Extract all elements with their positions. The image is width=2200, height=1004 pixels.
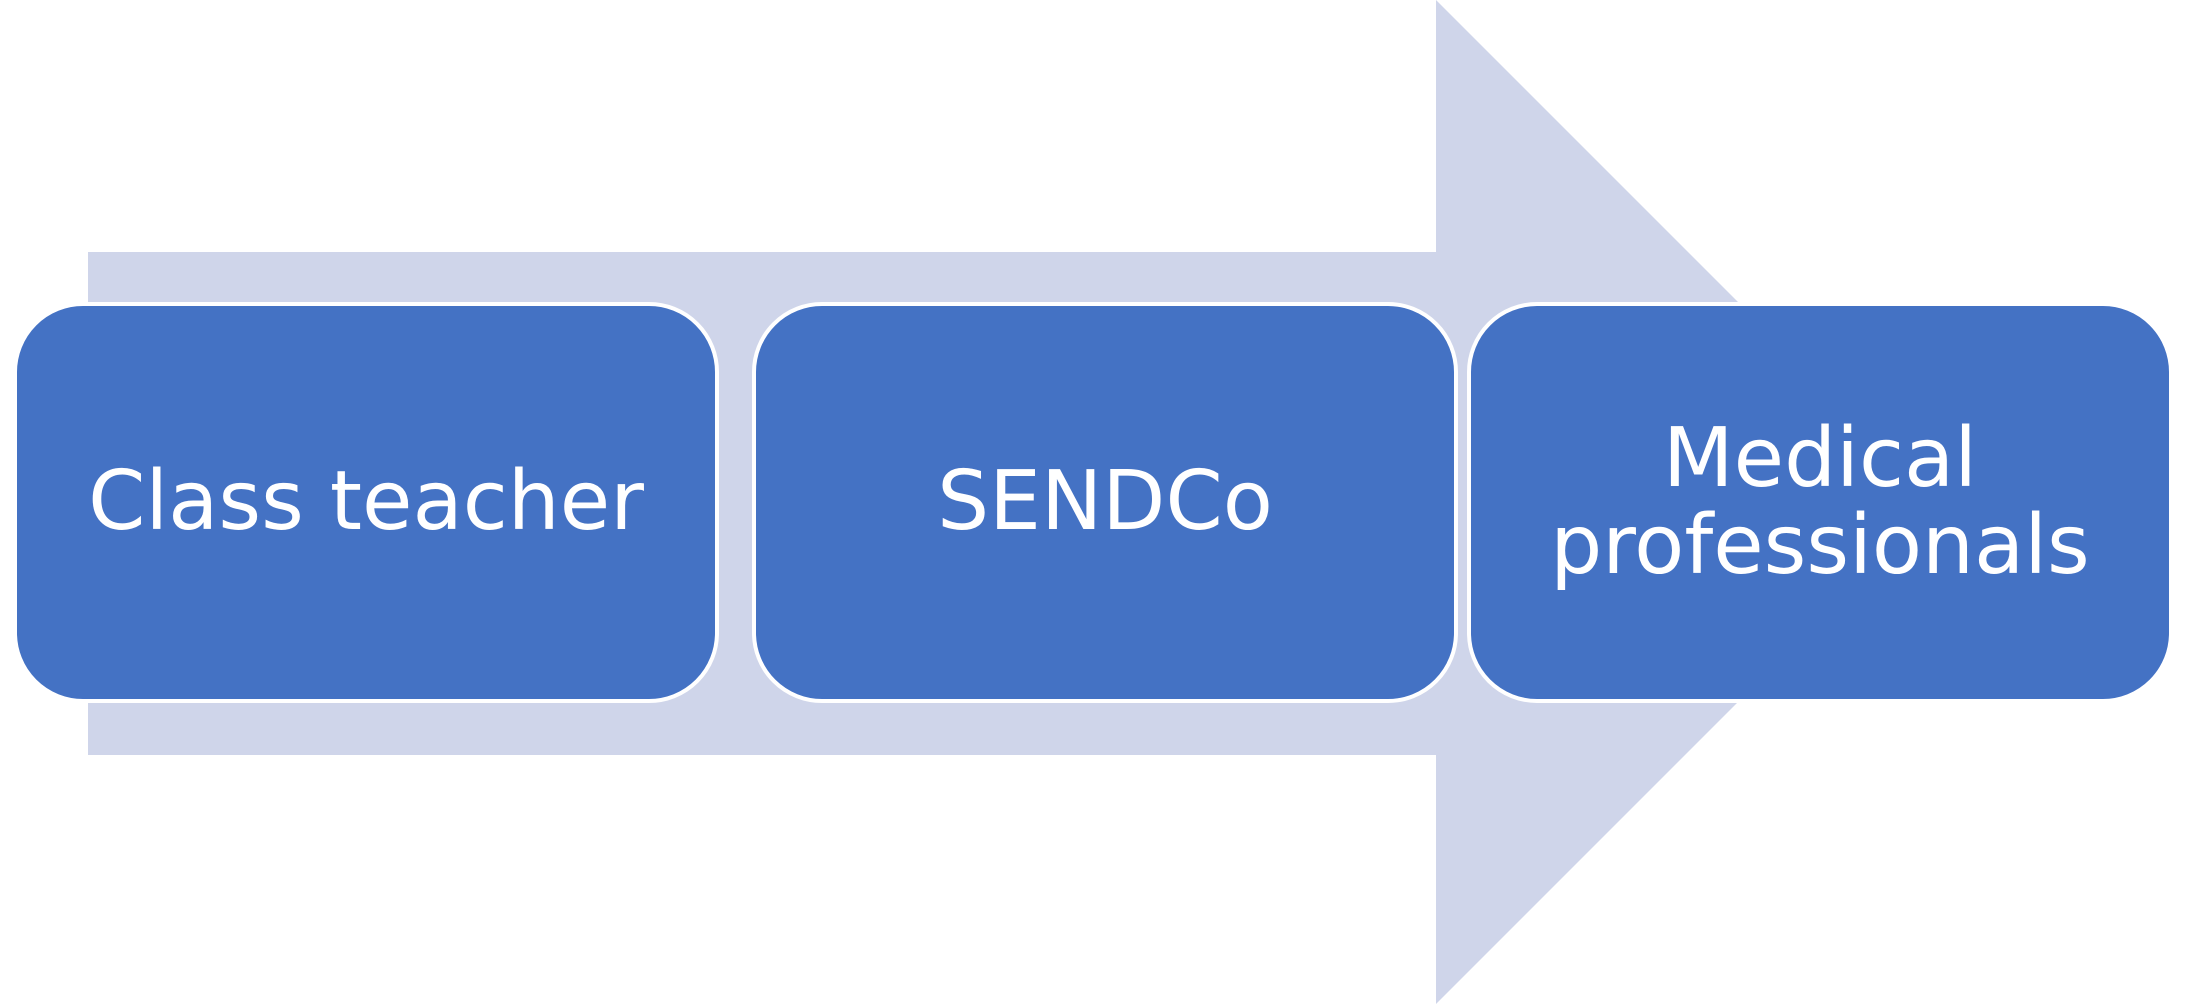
step-box-sendco: SENDCo xyxy=(752,302,1458,703)
step-box-class-teacher: Class teacher xyxy=(13,302,719,703)
step-label: Medical professionals xyxy=(1550,410,2090,593)
step-label: SENDCo xyxy=(937,454,1273,550)
step-box-medical-professionals: Medical professionals xyxy=(1467,302,2173,703)
step-label: Class teacher xyxy=(88,454,644,550)
